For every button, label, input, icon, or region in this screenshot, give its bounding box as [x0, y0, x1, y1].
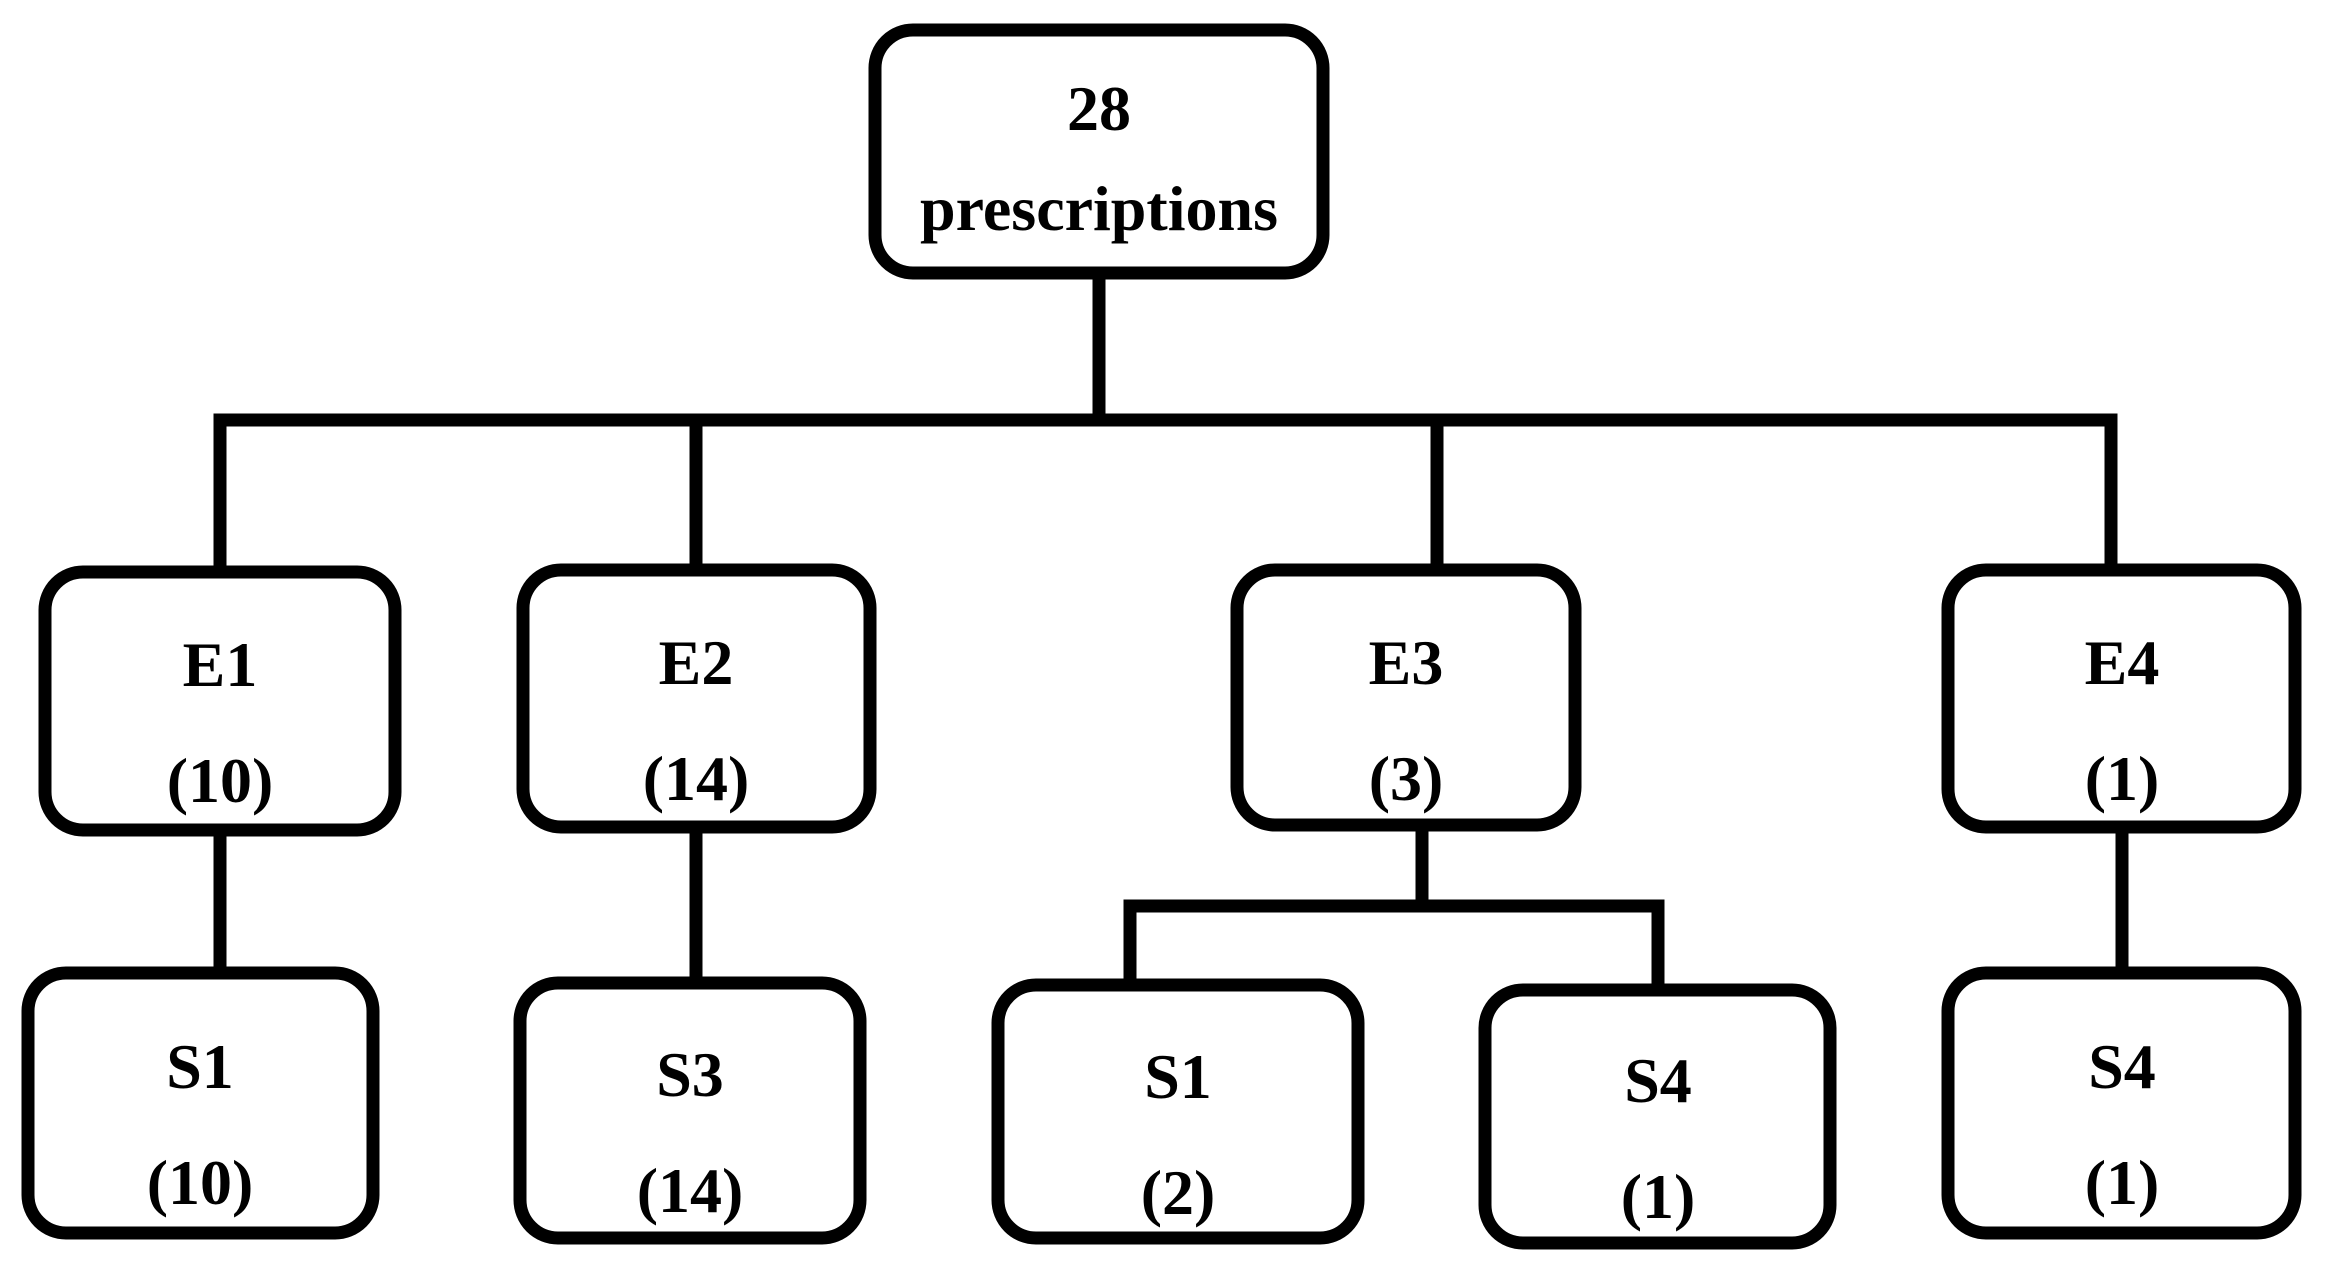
node-s1-under-e1-count: (10) — [147, 1147, 254, 1218]
node-s4-under-e4-box — [1941, 966, 2302, 1240]
node-e3-count: (3) — [1369, 743, 1444, 814]
node-e3: E3 (3) — [1230, 563, 1582, 832]
connectors — [213, 272, 2129, 992]
node-s1-under-e3-box — [991, 978, 1365, 1245]
node-s4-under-e3-box — [1478, 983, 1837, 1250]
node-e1: E1 (10) — [38, 565, 402, 837]
node-e3-box — [1230, 563, 1582, 832]
node-e1-count: (10) — [167, 745, 274, 816]
connector-e3-branch — [1123, 899, 1665, 992]
node-s3-under-e2-box — [513, 976, 867, 1245]
node-s4-under-e3-count: (1) — [1621, 1161, 1696, 1232]
node-e2-count: (14) — [643, 743, 750, 814]
node-e4-count: (1) — [2085, 743, 2160, 814]
node-s4-under-e4-label: S4 — [2088, 1031, 2156, 1102]
node-s1-under-e3-label: S1 — [1144, 1041, 1212, 1112]
node-s4-under-e3-label: S4 — [1624, 1045, 1692, 1116]
node-root: 28 prescriptions — [868, 23, 1330, 280]
node-e3-label: E3 — [1369, 627, 1444, 698]
node-s1-under-e3-count: (2) — [1141, 1157, 1216, 1228]
node-root-label: 28 — [1067, 73, 1131, 144]
node-e2-label: E2 — [659, 627, 734, 698]
node-s4-under-e4-count: (1) — [2085, 1147, 2160, 1218]
node-s3-under-e2-count: (14) — [637, 1155, 744, 1226]
node-s4-under-e4: S4 (1) — [1941, 966, 2302, 1240]
connector-trunk-line — [213, 413, 2118, 574]
node-root-sublabel: prescriptions — [920, 173, 1278, 244]
node-e1-label: E1 — [183, 629, 258, 700]
node-e4-label: E4 — [2085, 627, 2160, 698]
node-s4-under-e3: S4 (1) — [1478, 983, 1837, 1250]
node-root-box — [868, 23, 1330, 280]
node-s1-under-e1: S1 (10) — [21, 966, 380, 1240]
node-e2-box — [516, 563, 877, 834]
node-e2: E2 (14) — [516, 563, 877, 834]
node-e4: E4 (1) — [1941, 563, 2302, 834]
node-s1-under-e1-box — [21, 966, 380, 1240]
node-s1-under-e1-label: S1 — [166, 1031, 234, 1102]
node-e4-box — [1941, 563, 2302, 834]
node-e1-box — [38, 565, 402, 837]
node-s3-under-e2: S3 (14) — [513, 976, 867, 1245]
node-s1-under-e3: S1 (2) — [991, 978, 1365, 1245]
node-s3-under-e2-label: S3 — [656, 1039, 724, 1110]
